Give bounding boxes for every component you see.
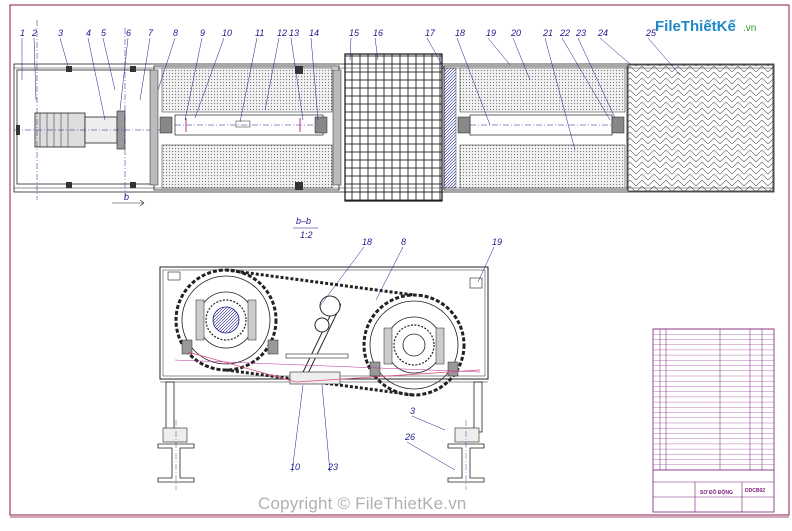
side-view-labels: 18 8 19 3 26 10 23: [290, 237, 502, 473]
tensioner: [285, 295, 349, 385]
side-label-26-4: 26: [404, 432, 415, 442]
top-label-14-leader: [310, 37, 319, 121]
side-view: b–b 1:2: [157, 216, 489, 490]
top-label-1: 1: [20, 28, 25, 38]
side-label-18-0-leader: [319, 246, 365, 307]
section-name: b–b: [296, 216, 311, 226]
sprocket-right: [362, 293, 466, 397]
top-label-4-leader: [87, 37, 106, 121]
top-label-17-leader: [426, 37, 446, 71]
top-label-9-leader: [184, 37, 203, 121]
side-label-3-3: 3: [410, 406, 415, 416]
top-label-9: 9: [200, 28, 205, 38]
top-label-21: 21: [542, 28, 553, 38]
top-label-20-leader: [512, 37, 531, 81]
top-label-8: 8: [173, 28, 178, 38]
logo-text: FileThiếtKế: [655, 18, 737, 35]
top-label-23: 23: [575, 28, 586, 38]
top-label-15: 15: [349, 28, 360, 38]
gearbox: [84, 116, 118, 144]
top-label-25: 25: [645, 28, 657, 38]
sheet-border: [9, 4, 790, 516]
top-label-20: 20: [510, 28, 521, 38]
top-label-10-leader: [194, 37, 225, 119]
top-label-6: 6: [126, 28, 131, 38]
top-label-18: 18: [455, 28, 465, 38]
side-label-10-5-leader: [291, 384, 304, 473]
top-label-11-leader: [239, 37, 258, 123]
top-label-15-leader: [349, 37, 352, 61]
top-label-11: 11: [255, 28, 264, 38]
top-label-12-leader: [264, 37, 280, 111]
top-label-24: 24: [597, 28, 608, 38]
side-label-8-1: 8: [401, 237, 406, 247]
top-label-22: 22: [559, 28, 570, 38]
top-label-7-leader: [139, 37, 151, 101]
title-block-code: DDCB02: [745, 488, 765, 494]
side-label-23-6-leader: [321, 384, 331, 473]
top-label-24-leader: [599, 37, 631, 65]
top-label-10: 10: [222, 28, 232, 38]
side-label-8-1-leader: [375, 246, 404, 301]
sprocket-left: [174, 268, 279, 372]
logo-suffix: .vn: [743, 23, 756, 34]
copyright-watermark: Copyright © FileThietKe.vn: [258, 494, 467, 513]
title-block-name: SƠ ĐỒ ĐỘNG: [700, 488, 733, 496]
top-label-23-leader: [577, 37, 616, 119]
grid-screen: [344, 53, 443, 202]
cut-label-b: b: [124, 192, 129, 202]
i-beam-right: [447, 443, 485, 483]
top-label-2-leader: [33, 37, 37, 101]
top-label-19: 19: [486, 28, 496, 38]
top-label-18-leader: [456, 37, 491, 126]
top-label-7: 7: [148, 28, 154, 38]
top-view: b: [13, 20, 775, 207]
top-label-5-leader: [102, 37, 116, 91]
side-label-18-0: 18: [362, 237, 372, 247]
herringbone-bed: [627, 64, 774, 192]
top-label-2: 2: [31, 28, 37, 38]
top-label-13-leader: [290, 37, 304, 121]
top-label-22-leader: [561, 37, 611, 121]
top-label-3: 3: [58, 28, 63, 38]
top-label-17: 17: [425, 28, 436, 38]
side-label-19-2: 19: [492, 237, 502, 247]
top-label-14: 14: [309, 28, 319, 38]
title-block: SƠ ĐỒ ĐỘNG DDCB02: [652, 328, 775, 513]
side-label-19-2-leader: [477, 246, 495, 283]
top-label-8-leader: [157, 37, 176, 91]
side-label-23-6: 23: [327, 462, 338, 472]
top-label-12: 12: [277, 28, 287, 38]
side-label-10-5: 10: [290, 462, 300, 472]
top-label-21-leader: [544, 37, 576, 151]
side-label-26-4-leader: [406, 441, 456, 471]
top-label-5: 5: [101, 28, 107, 38]
section-scale: 1:2: [300, 230, 313, 240]
top-label-6-leader: [119, 37, 129, 111]
top-label-3-leader: [59, 37, 69, 67]
site-logo: FileThiếtKế .vn: [655, 18, 756, 35]
top-label-13: 13: [289, 28, 299, 38]
chain: [225, 268, 415, 397]
top-label-16: 16: [373, 28, 383, 38]
i-beam-left: [157, 443, 195, 483]
top-label-16-leader: [374, 37, 379, 61]
top-label-19-leader: [487, 37, 511, 66]
top-label-4: 4: [86, 28, 91, 38]
top-label-25-leader: [647, 37, 681, 76]
side-label-3-3-leader: [411, 415, 446, 431]
